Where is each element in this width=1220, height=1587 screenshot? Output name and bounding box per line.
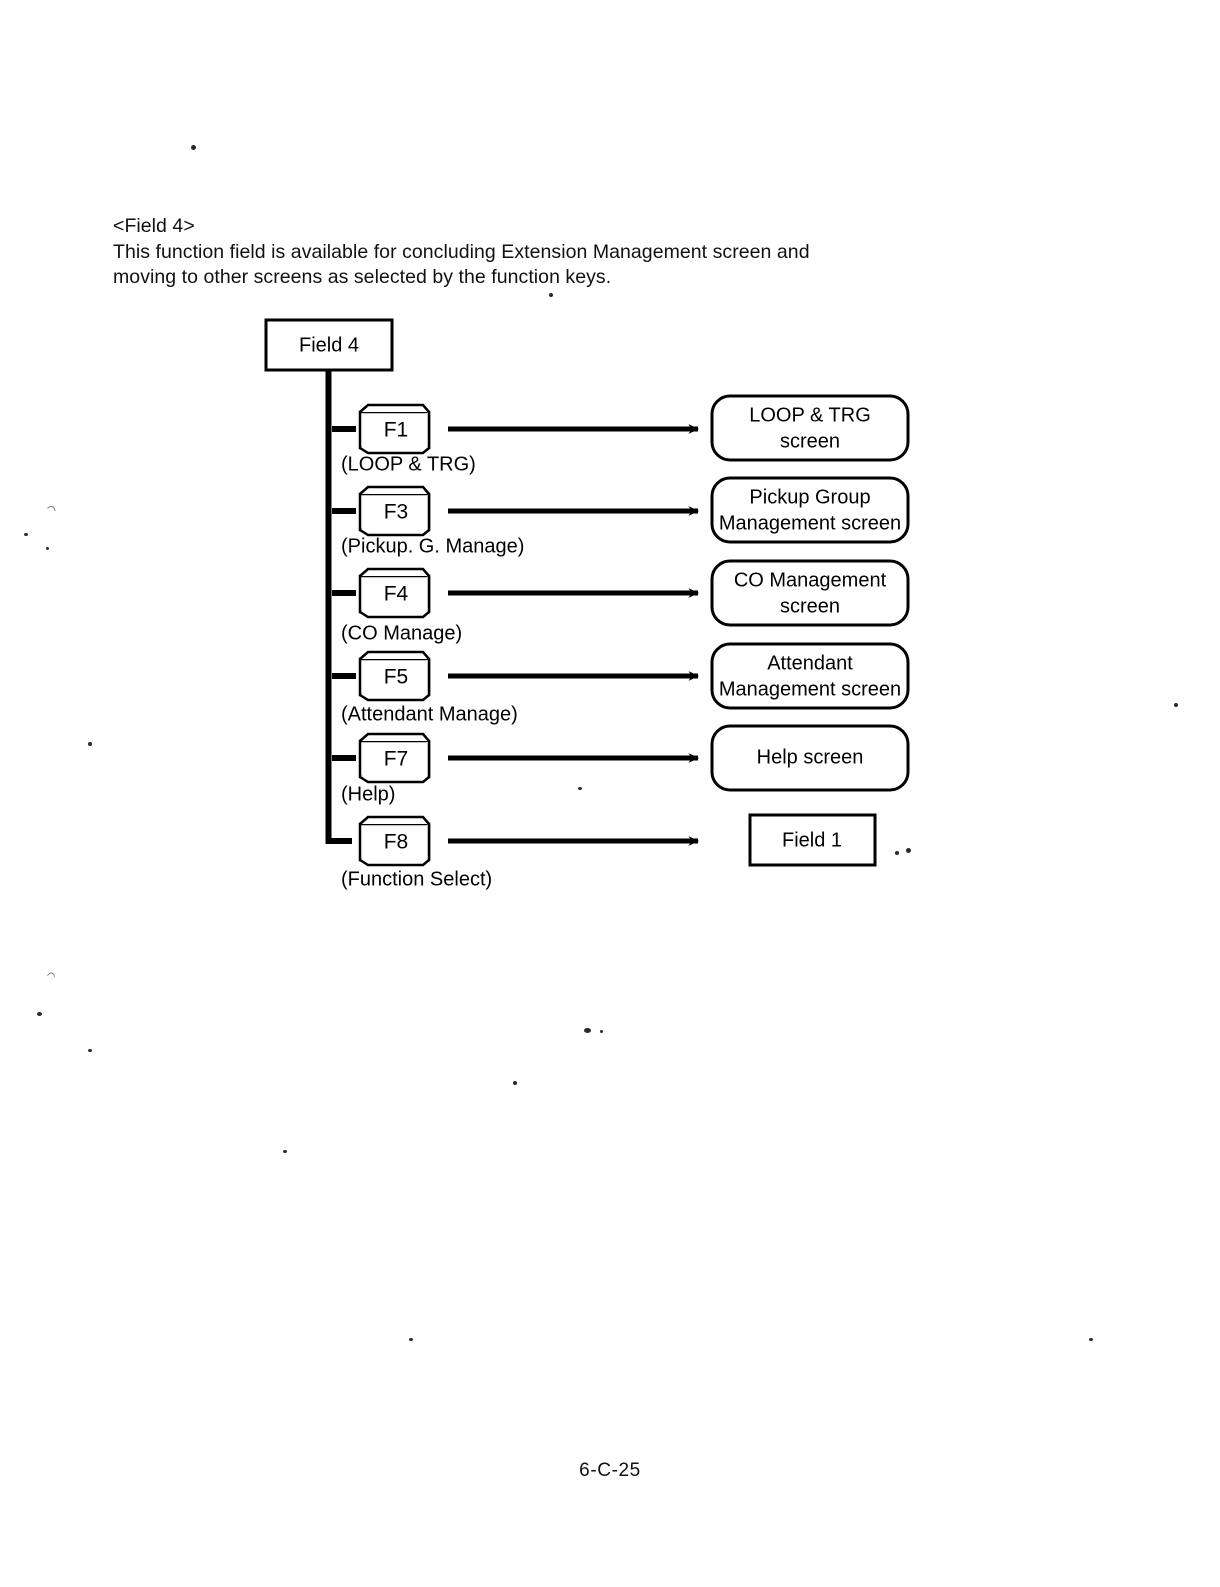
target-field-1-label: Field 1 [782,829,842,851]
intro-text-block: <Field 4> This function field is availab… [113,214,873,291]
intro-paragraph-line-1: This function field is available for con… [113,240,810,263]
key-f3[interactable]: F3 [358,485,431,537]
key-f4-label: F4 [384,583,409,606]
row-f7: F7 (Help) Help screen [341,724,910,805]
key-f3-label: F3 [384,501,409,524]
page-footer: 6-C-25 [579,1460,641,1481]
target-loop-trg-screen: LOOP & TRG screen [710,394,910,462]
target-pickup-group-line-2: Management screen [719,512,901,534]
target-field-1: Field 1 [748,813,877,867]
row-f1: F1 (LOOP & TRG) LOOP & TRG screen [341,394,910,475]
target-help-screen: Help screen [710,724,910,792]
target-loop-trg-line-1: LOOP & TRG [749,404,871,426]
root-box-label: Field 4 [299,334,359,356]
key-f1-label: F1 [384,419,409,442]
row-f8: F8 (Function Select) Field 1 [341,813,877,890]
target-help-screen-label: Help screen [757,746,864,768]
target-co-management-line-1: CO Management [734,569,887,591]
key-f5-caption: (Attendant Manage) [341,703,518,725]
key-f8-caption: (Function Select) [341,868,492,890]
key-f3-caption: (Pickup. G. Manage) [341,535,524,557]
intro-paragraph-line-2: moving to other screens as selected by t… [113,266,612,288]
key-f4[interactable]: F4 [358,567,431,619]
row-f3: F3 (Pickup. G. Manage) Pickup Group Mana… [341,476,910,557]
target-attendant-management-screen: Attendant Management screen [710,642,910,710]
target-attendant-line-2: Management screen [719,678,901,700]
target-co-management-screen: CO Management screen [710,559,910,627]
root-box-field-4: Field 4 [264,318,394,372]
key-f7[interactable]: F7 [358,732,431,784]
key-f7-label: F7 [384,748,409,771]
field-heading: <Field 4> [113,215,195,237]
trunk-connector [325,370,352,844]
key-f1-caption: (LOOP & TRG) [341,453,476,475]
key-f8[interactable]: F8 [358,815,431,867]
key-f1[interactable]: F1 [358,403,431,455]
target-pickup-group-line-1: Pickup Group [749,486,870,508]
key-f8-label: F8 [384,831,409,854]
key-f7-caption: (Help) [341,783,395,805]
row-f4: F4 (CO Manage) CO Management screen [341,559,910,644]
row-f5: F5 (Attendant Manage) Attendant Manageme… [341,642,910,725]
target-pickup-group-screen: Pickup Group Management screen [710,476,910,544]
branch-stubs [332,426,356,761]
target-loop-trg-line-2: screen [780,430,840,452]
key-f5-label: F5 [384,666,409,689]
key-f4-caption: (CO Manage) [341,622,462,644]
target-co-management-line-2: screen [780,595,840,617]
key-f5[interactable]: F5 [358,650,431,702]
target-attendant-line-1: Attendant [767,652,853,674]
